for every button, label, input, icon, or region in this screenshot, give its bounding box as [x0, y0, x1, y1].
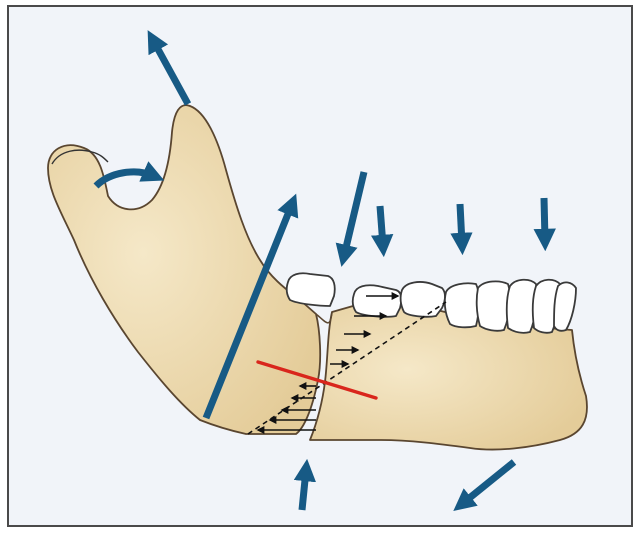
molar-down-arrow-2 — [544, 198, 545, 240]
tooth-molar-2 — [401, 282, 445, 317]
tooth-posterior-molar — [287, 273, 335, 306]
tooth-premolar-2 — [477, 281, 510, 330]
inferior-border-up-arrow — [302, 470, 306, 510]
molar-down-arrow-1 — [460, 204, 462, 244]
tooth-molar-1 — [353, 285, 402, 317]
tooth-premolar-1 — [445, 283, 479, 327]
premolar-down-arrow — [380, 206, 383, 246]
